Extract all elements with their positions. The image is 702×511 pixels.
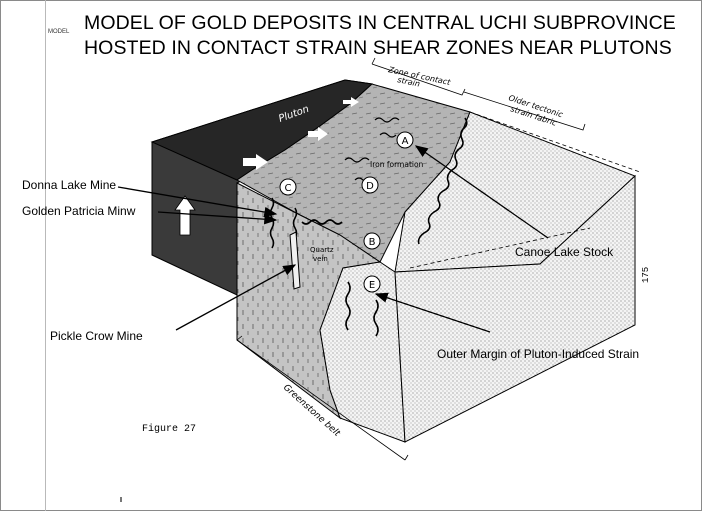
quartz-label: Quartz <box>310 246 334 254</box>
greenstone-bracket <box>236 335 409 461</box>
golden-patricia-label: Golden Patricia Minw <box>22 204 136 218</box>
right-arrow-icon-2 <box>308 127 328 141</box>
donna-lake-label: Donna Lake Mine <box>22 178 117 192</box>
shear-zone-lower-2 <box>373 299 379 337</box>
outer-margin-label: Outer Margin of Pluton-Induced Strain <box>437 347 640 361</box>
canoe-lake-label: Canoe Lake Stock <box>515 245 614 259</box>
older-fabric-dashed-line-2 <box>409 227 591 269</box>
older-fabric-bracket <box>463 91 586 131</box>
vein-label: vein <box>313 255 328 263</box>
pickle-crow-label: Pickle Crow Mine <box>50 329 143 343</box>
zone-bracket <box>371 57 466 96</box>
svg-text:E: E <box>369 280 375 291</box>
golden-patricia-arrow <box>157 211 278 225</box>
up-arrow-icon <box>174 195 196 236</box>
corner-tag: MODEL <box>48 29 70 35</box>
pickle-crow-arrow <box>175 264 297 331</box>
circle-label-c: C <box>279 178 297 196</box>
circle-label-b: B <box>363 232 381 250</box>
right-arrow-icon-3 <box>343 97 359 107</box>
title-line-2: HOSTED IN CONTACT STRAIN SHEAR ZONES NEA… <box>84 37 672 59</box>
title-line-1: MODEL OF GOLD DEPOSITS IN CENTRAL UCHI S… <box>84 12 676 34</box>
donna-lake-arrow <box>117 186 278 218</box>
page-title: MODEL OF GOLD DEPOSITS IN CENTRAL UCHI S… <box>84 11 694 61</box>
canoe-lake-arrow <box>414 145 549 239</box>
outer-block-front-left <box>319 261 406 443</box>
right-arrow-icon <box>243 154 268 170</box>
svg-text:C: C <box>285 183 292 194</box>
shear-zone-lower <box>345 281 351 331</box>
figure-caption: Figure 27 <box>142 424 197 435</box>
svg-text:D: D <box>366 181 374 192</box>
page-number: 175 <box>641 266 651 283</box>
circle-label-d: D <box>361 176 379 194</box>
shear-zone-diagonal <box>417 117 468 245</box>
circle-label-e: E <box>363 275 381 293</box>
outer-block-front-right <box>394 174 636 443</box>
svg-text:B: B <box>369 237 376 248</box>
svg-text:A: A <box>402 136 409 147</box>
older-fabric-dashed-line <box>469 111 641 173</box>
contact-strain-squiggles <box>344 117 400 183</box>
iron-formation-label: Iron formation <box>370 160 424 169</box>
circle-label-a: A <box>396 131 414 149</box>
scan-speck <box>120 497 122 502</box>
outer-margin-arrow <box>374 292 491 333</box>
margin-rule <box>45 0 46 511</box>
shear-zone-squiggle-3 <box>301 219 343 225</box>
